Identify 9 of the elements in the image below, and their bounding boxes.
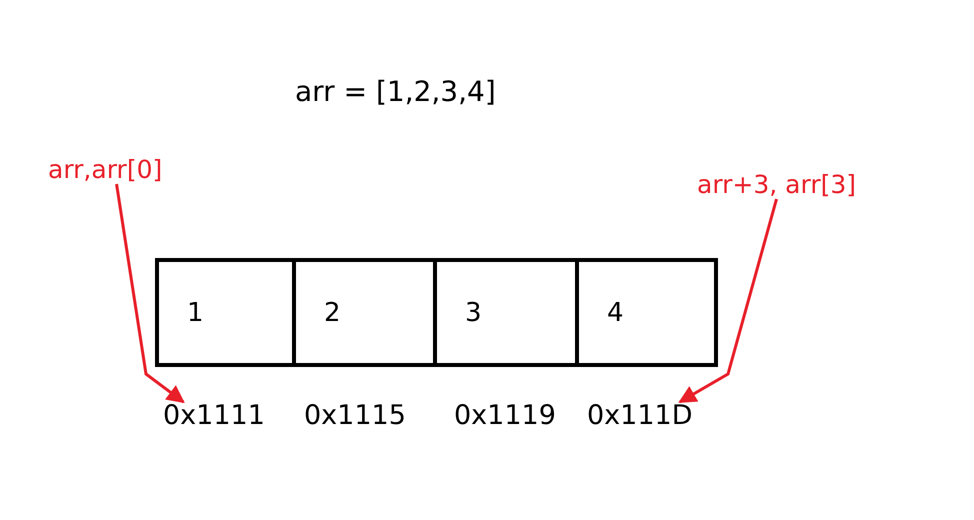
- arrow: [115, 184, 185, 404]
- address-label: 0x111D: [587, 400, 692, 431]
- pointer-label: arr,arr[0]: [48, 155, 162, 184]
- title: arr = [1,2,3,4]: [295, 75, 496, 108]
- arrow: [678, 198, 778, 404]
- address-label: 0x1115: [304, 400, 406, 431]
- address-label: 0x1119: [454, 400, 556, 431]
- pointer-label: arr+3, arr[3]: [697, 170, 856, 199]
- address-label: 0x1111: [163, 400, 265, 431]
